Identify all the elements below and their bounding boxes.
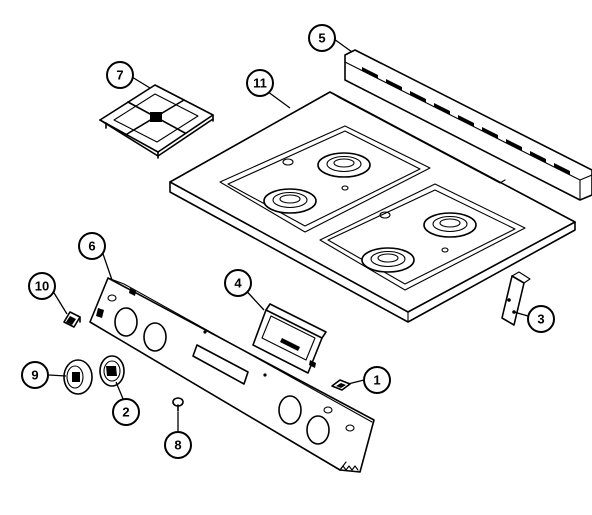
part-10-switch	[63, 311, 81, 328]
callout-10: 10	[28, 272, 56, 300]
svg-text:8: 8	[174, 438, 181, 453]
part-9-knob	[63, 359, 93, 395]
part-7-burner-grate	[99, 84, 214, 159]
part-2-bezel	[99, 355, 125, 387]
svg-text:9: 9	[31, 368, 38, 383]
burner-rear-right	[423, 212, 477, 238]
callout-2: 2	[112, 398, 140, 426]
svg-text:2: 2	[122, 405, 129, 420]
callout-4: 4	[224, 269, 252, 297]
svg-text:1: 1	[373, 373, 380, 388]
svg-text:3: 3	[537, 312, 544, 327]
callout-5: 5	[308, 24, 336, 52]
part-1-clip	[331, 379, 351, 391]
part-8-screw	[172, 397, 184, 412]
callout-9: 9	[21, 361, 49, 389]
svg-text:4: 4	[234, 276, 242, 291]
svg-text:6: 6	[88, 239, 95, 254]
callout-7: 7	[106, 61, 134, 89]
burner-rear-left	[317, 152, 371, 178]
part-5-vent-trim	[344, 49, 592, 201]
callout-3: 3	[527, 305, 555, 333]
svg-text:10: 10	[35, 279, 49, 294]
svg-text:7: 7	[116, 68, 123, 83]
svg-text:11: 11	[253, 76, 267, 91]
svg-text:5: 5	[318, 31, 325, 46]
part-4-bracket	[252, 303, 327, 374]
callout-1: 1	[363, 366, 391, 394]
callout-11: 11	[246, 69, 274, 97]
part-6-control-panel	[89, 277, 375, 473]
burner-front-left	[263, 188, 317, 214]
burner-front-right	[361, 247, 415, 273]
part-11-cooktop	[169, 91, 576, 323]
part-3-bracket	[501, 271, 531, 326]
callout-6: 6	[78, 232, 106, 260]
callout-8: 8	[164, 431, 192, 459]
